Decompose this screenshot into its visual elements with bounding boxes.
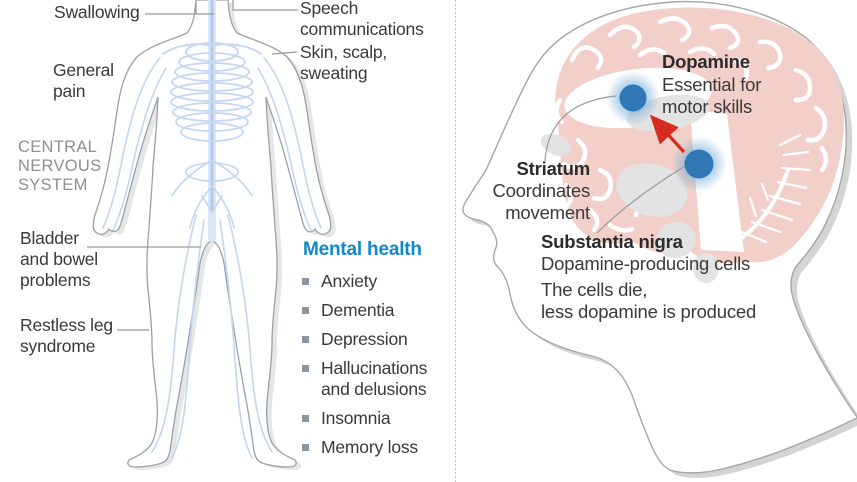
- leader-lines-left: [87, 0, 298, 331]
- substantia-nigra-title: Substantia nigra: [541, 231, 683, 252]
- substantia-nigra-desc: Dopamine-producing cells: [541, 253, 751, 274]
- list-item-label: Dementia: [321, 300, 395, 320]
- mental-health-title: Mental health: [303, 239, 422, 260]
- list-item-label: Insomnia: [321, 408, 391, 428]
- mental-health-list: Anxiety Dementia Depression Hallucinatio…: [302, 271, 454, 466]
- cerebellum-veins: [724, 133, 812, 250]
- body-figure: [87, 0, 336, 470]
- label-restless-leg: Restless leg syndrome: [20, 315, 113, 356]
- striatum-label-block: Striatum Coordinates movement: [462, 158, 590, 224]
- dopamine-dot-lower: [684, 149, 714, 179]
- striatum-title: Striatum: [516, 158, 591, 179]
- bullet-square-icon: [302, 444, 309, 451]
- substantia-nigra-note: The cells die, less dopamine is produced: [541, 279, 757, 322]
- list-item: Depression: [302, 329, 454, 350]
- list-item-label: Hallucinations and delusions: [321, 358, 428, 399]
- list-item-label: Memory loss: [321, 437, 418, 457]
- list-item: Anxiety: [302, 271, 454, 292]
- label-speech: Speech communications: [300, 0, 424, 39]
- dopamine-title: Dopamine: [662, 51, 750, 72]
- label-bladder: Bladder and bowel problems: [20, 228, 98, 290]
- list-item-label: Anxiety: [321, 271, 377, 291]
- striatum-leader: [544, 95, 617, 162]
- speech-leader: [232, 0, 298, 11]
- list-item: Memory loss: [302, 437, 454, 458]
- skin-leader: [271, 51, 298, 55]
- list-item: Insomnia: [302, 408, 454, 429]
- label-general-pain: General pain: [53, 60, 114, 101]
- head-brain-illustration: [462, 0, 857, 478]
- list-item: Dementia: [302, 300, 454, 321]
- nervous-system-lines: [102, 0, 322, 459]
- label-swallowing: Swallowing: [54, 2, 140, 22]
- bullet-square-icon: [302, 307, 309, 314]
- list-item: Hallucinations and delusions: [302, 358, 454, 400]
- deep-brain-structures: [540, 94, 719, 283]
- bullet-square-icon: [302, 278, 309, 285]
- striatum-desc: Coordinates movement: [492, 180, 590, 223]
- label-skin: Skin, scalp, sweating: [300, 42, 388, 83]
- label-central-nervous-system: CENTRAL NERVOUS SYSTEM: [18, 138, 102, 194]
- bullet-square-icon: [302, 336, 309, 343]
- bullet-square-icon: [302, 365, 309, 372]
- dopamine-desc: Essential for motor skills: [662, 74, 762, 117]
- dopamine-dot-upper: [619, 84, 647, 112]
- list-item-label: Depression: [321, 329, 408, 349]
- brain-gyri-texture: [554, 16, 829, 233]
- bullet-square-icon: [302, 415, 309, 422]
- dopamine-pathway-arrow: [649, 114, 686, 154]
